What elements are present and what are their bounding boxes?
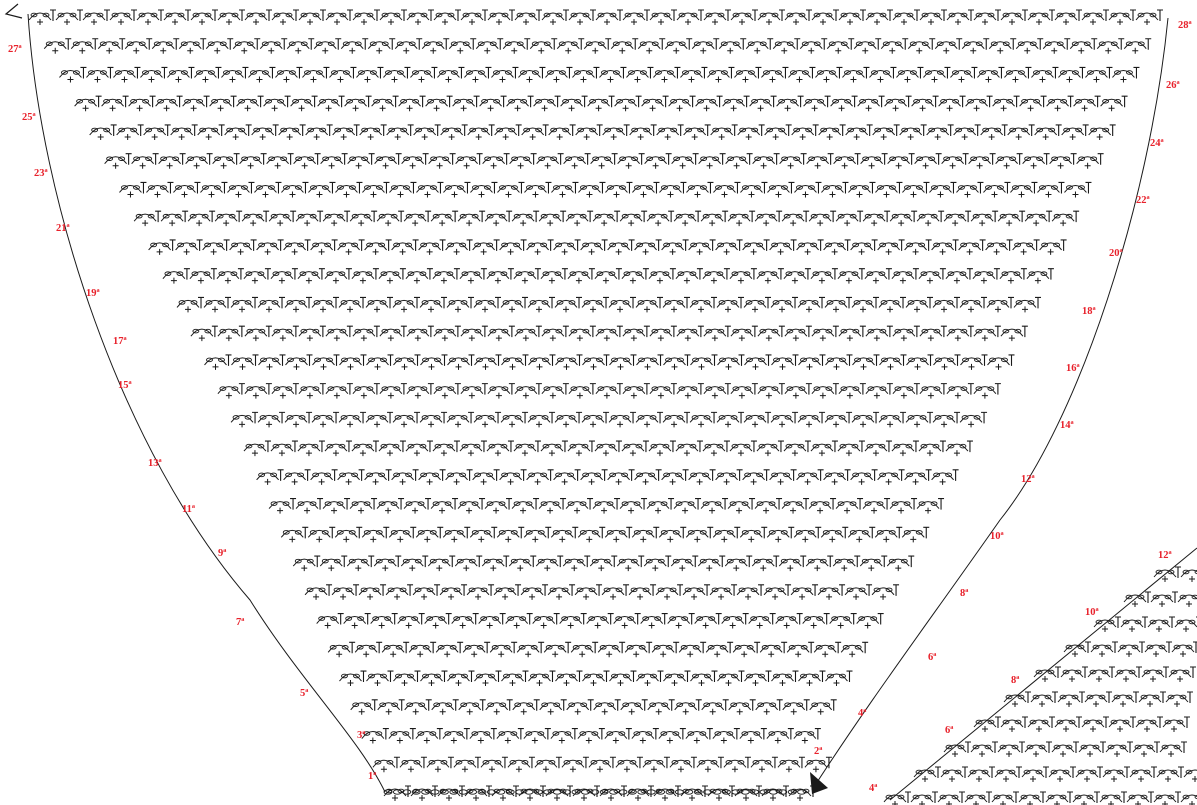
inset-row-label-10: 10ª (1085, 607, 1099, 619)
inset-stitch-chart (884, 548, 1197, 805)
row-label-24: 24ª (1150, 138, 1164, 150)
row-label-11: 11ª (182, 504, 195, 516)
inset-stitch-row (1004, 692, 1193, 707)
row-label-3: 3ª (357, 730, 365, 742)
inset-row-label-12: 12ª (1158, 550, 1172, 562)
row-label-6: 6ª (928, 652, 936, 664)
stitch-row (373, 757, 832, 772)
stitch-row (59, 67, 1139, 82)
inset-stitch-row (1064, 642, 1197, 657)
row-label-23: 23ª (34, 168, 48, 180)
stitch-row (218, 384, 1001, 399)
row-label-5: 5ª (300, 688, 308, 700)
row-label-27: 27ª (8, 44, 22, 56)
stitch-row (244, 441, 973, 456)
row-label-12: 12ª (1021, 474, 1035, 486)
chart-left-edge (28, 14, 385, 792)
row-label-13: 13ª (148, 458, 162, 470)
row-label-8: 8ª (960, 588, 968, 600)
stitch-row (231, 412, 987, 427)
row-label-25: 25ª (22, 112, 36, 124)
inset-stitch-row (974, 717, 1190, 732)
inset-row-label-8: 8ª (1011, 675, 1019, 687)
inset-row-label-4: 4ª (869, 783, 877, 795)
inset-stitch-row (1154, 567, 1197, 582)
stitch-row (75, 96, 1128, 111)
stitch-row (119, 182, 1091, 197)
stitch-row (90, 125, 1116, 140)
row-label-18: 18ª (1082, 306, 1096, 318)
stitch-row (257, 470, 959, 485)
stitch-row (205, 355, 1015, 370)
row-label-14: 14ª (1060, 420, 1074, 432)
stitch-row (339, 671, 852, 686)
row-label-10: 10ª (990, 531, 1004, 543)
stitch-row (269, 499, 944, 514)
inset-stitch-row (1034, 667, 1196, 682)
stitch-row (134, 211, 1079, 226)
row-label-17: 17ª (113, 336, 127, 348)
stitch-row (163, 269, 1054, 284)
stitch-row (44, 39, 1151, 54)
row-label-9: 9ª (218, 548, 226, 560)
row-label-21: 21ª (56, 223, 70, 235)
stitch-row (177, 297, 1041, 312)
row-label-20: 20ª (1109, 248, 1123, 260)
stitch-row (281, 527, 929, 542)
stitch-row (29, 10, 1163, 25)
inset-stitch-row (944, 742, 1187, 757)
row-label-1: 1ª (368, 771, 376, 783)
stitch-row (305, 585, 899, 600)
outline-arrow-icon (6, 4, 22, 18)
stitch-row (317, 614, 884, 629)
main-stitch-chart (28, 10, 1168, 801)
row-label-4: 4ª (858, 708, 866, 720)
chart-right-edge (812, 18, 1168, 790)
stitch-row (293, 556, 914, 571)
inset-diagonal-edge (890, 548, 1197, 800)
stitch-row (105, 154, 1104, 169)
stitch-row (351, 700, 837, 715)
stitch-row (362, 729, 821, 744)
row-label-26: 26ª (1166, 80, 1180, 92)
stitch-row (191, 326, 1028, 341)
stitch-row (149, 240, 1067, 255)
inset-stitch-row (884, 792, 1197, 805)
row-label-16: 16ª (1066, 363, 1080, 375)
row-label-2: 2ª (814, 746, 822, 758)
row-label-15: 15ª (118, 380, 132, 392)
inset-row-label-6: 6ª (945, 725, 953, 737)
filled-arrow-icon (810, 772, 828, 794)
stitch-row (328, 642, 868, 657)
row-label-19: 19ª (86, 288, 100, 300)
row-label-7: 7ª (236, 617, 244, 629)
inset-stitch-row (914, 767, 1197, 782)
row-label-28: 28ª (1178, 20, 1192, 32)
row-label-22: 22ª (1136, 195, 1150, 207)
